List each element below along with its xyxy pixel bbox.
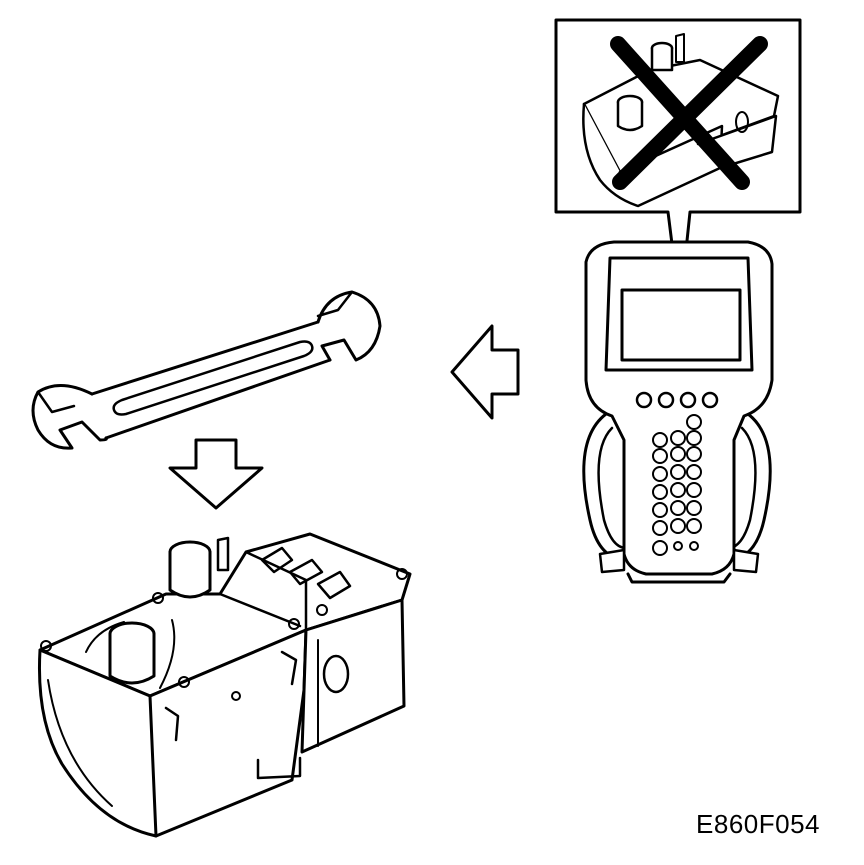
- diagnostic-tool-icon: [584, 242, 772, 582]
- prohibited-icon: [618, 44, 760, 182]
- arrow-left-icon: [452, 326, 518, 418]
- arrow-down-icon: [170, 440, 262, 508]
- keypad: [653, 415, 701, 555]
- function-keys: [637, 393, 717, 407]
- heater-icon: [39, 534, 410, 836]
- figure-reference-code: E860F054: [696, 809, 820, 839]
- wrench-icon: [33, 292, 380, 448]
- crossed-heater-callout: [556, 20, 800, 308]
